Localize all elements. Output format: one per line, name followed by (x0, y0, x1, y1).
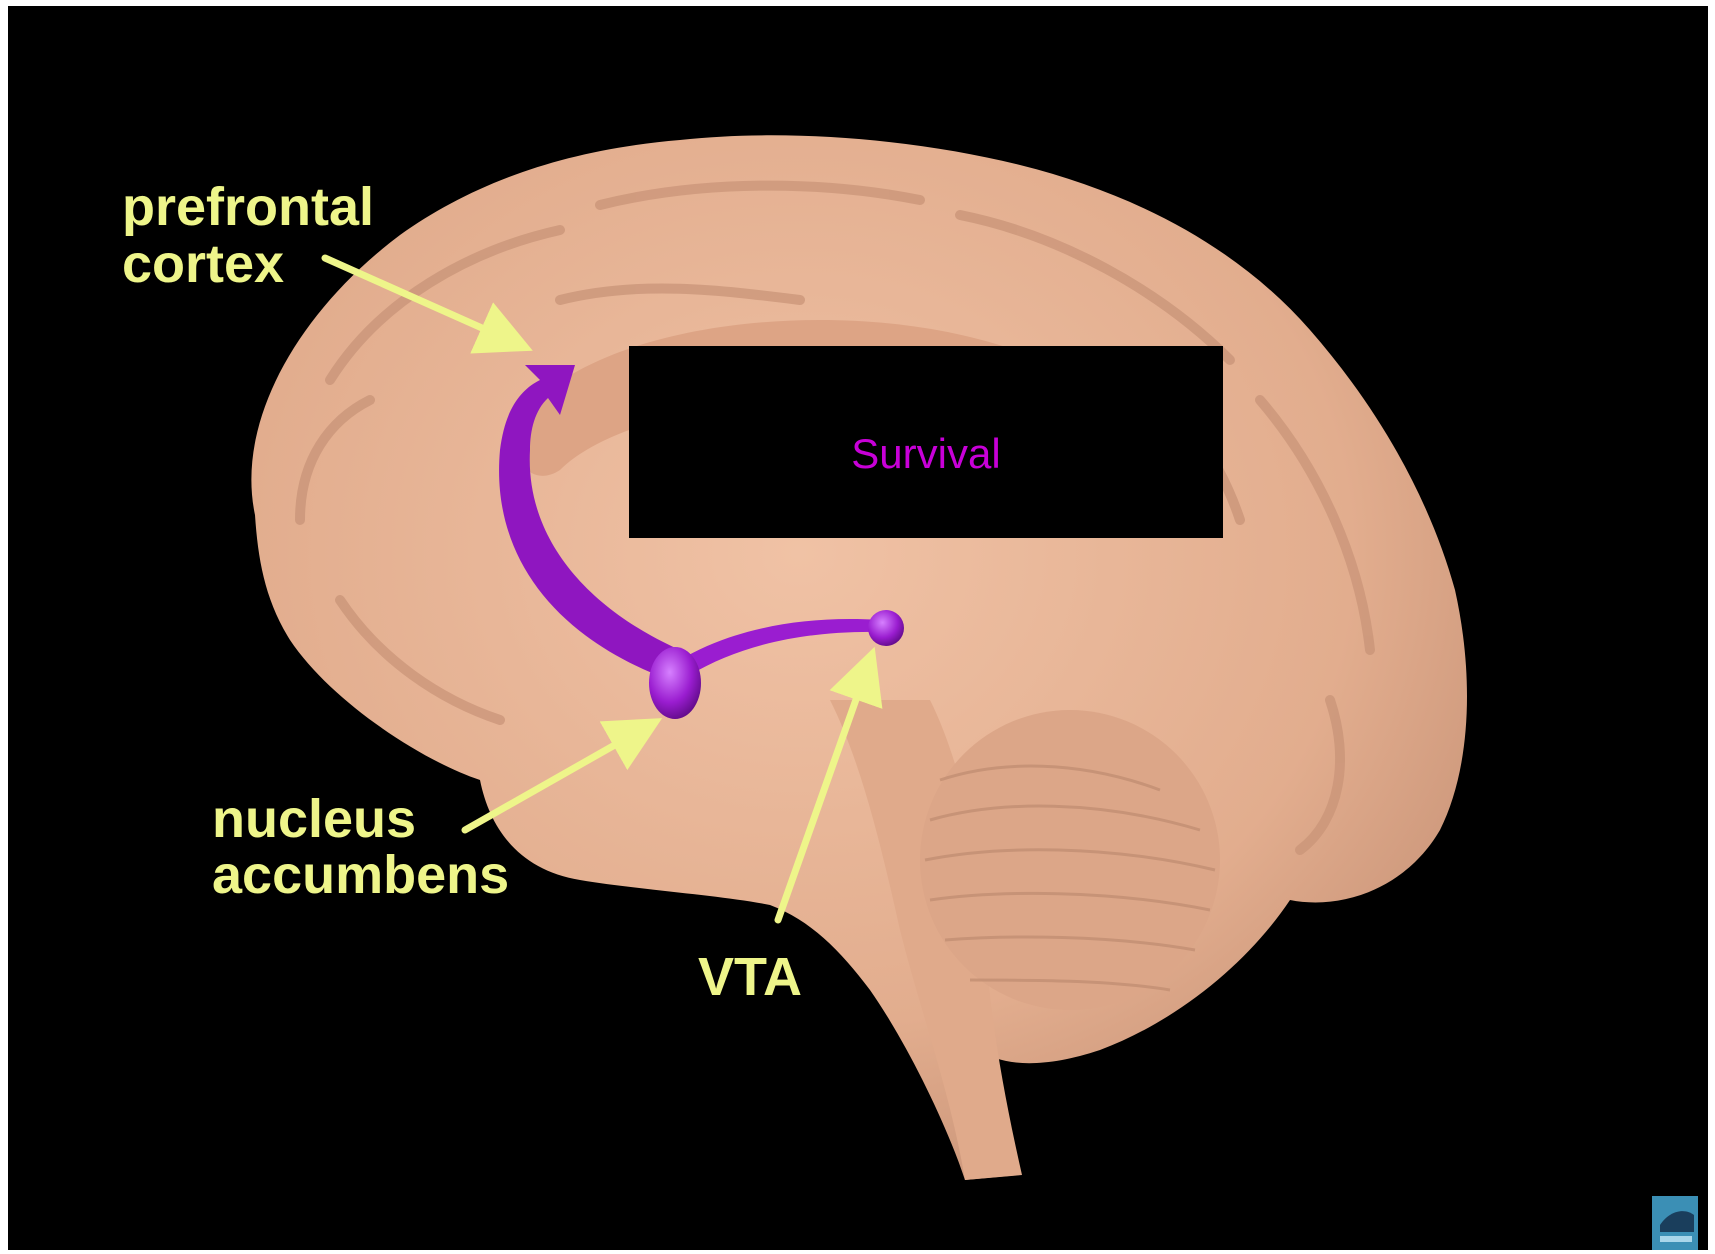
overlay-box-text: Survival (851, 430, 1000, 477)
vta-blob (868, 610, 904, 646)
label-vta: VTA (698, 947, 802, 1007)
label-nucleus-line2: accumbens (212, 845, 509, 905)
label-prefrontal-line2: cortex (122, 234, 284, 294)
label-nucleus-line1: nucleus (212, 789, 416, 849)
label-prefrontal-line1: prefrontal (122, 177, 374, 237)
nucleus-accumbens-blob (649, 647, 701, 719)
publisher-logo (1652, 1196, 1698, 1250)
cerebellum (920, 710, 1220, 1010)
